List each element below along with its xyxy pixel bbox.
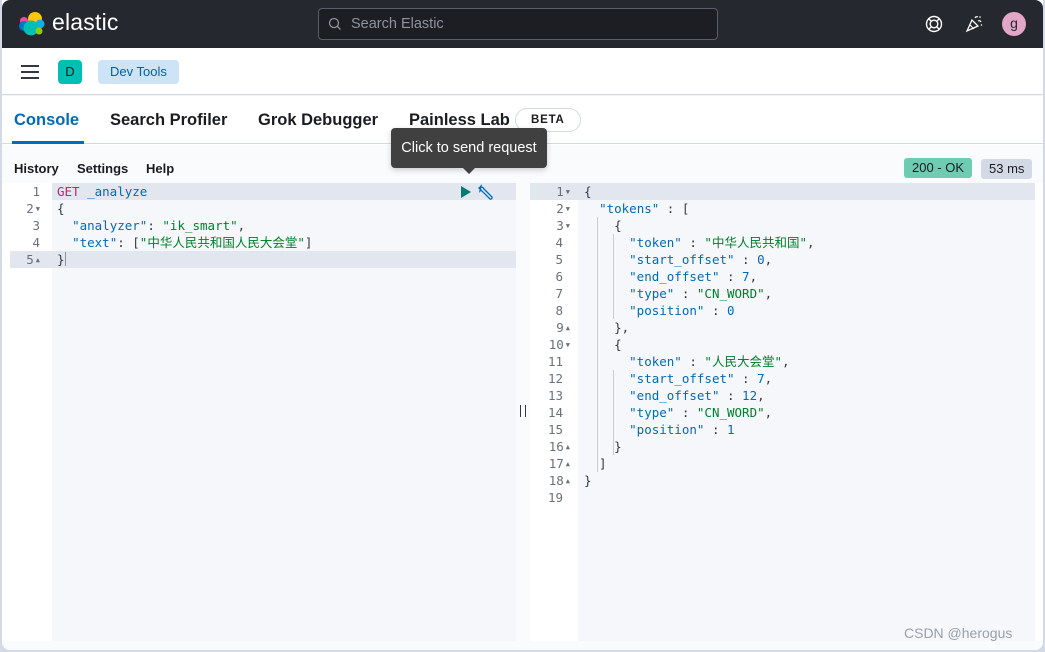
- wrench-settings-icon[interactable]: [478, 184, 496, 201]
- line-number: 2▼: [556, 201, 570, 216]
- tab-painless-lab[interactable]: Painless Lab: [409, 111, 510, 129]
- fold-open-icon[interactable]: ▼: [565, 188, 570, 196]
- watermark: CSDN @herogus: [904, 625, 1013, 641]
- history-link[interactable]: History: [14, 161, 59, 176]
- fold-open-icon[interactable]: ▼: [35, 205, 40, 213]
- line-number: 2▼: [26, 201, 40, 216]
- line-number: 11: [547, 354, 563, 369]
- code-line: "type" : "CN_WORD",: [629, 405, 773, 420]
- code-line: ]: [584, 456, 607, 471]
- tab-grok-debugger[interactable]: Grok Debugger: [258, 111, 379, 129]
- code-line: GET _analyze: [57, 184, 148, 199]
- search-placeholder: Search Elastic: [351, 16, 444, 32]
- code-line: },: [584, 320, 630, 335]
- help-lifebuoy-icon[interactable]: [922, 12, 946, 36]
- line-number: 12: [547, 371, 563, 386]
- breadcrumb-dev-tools[interactable]: Dev Tools: [98, 60, 179, 84]
- line-number: 3▼: [556, 218, 570, 233]
- settings-link[interactable]: Settings: [77, 161, 129, 176]
- code-line: "analyzer": "ik_smart",: [72, 218, 246, 233]
- code-line: {: [584, 337, 622, 352]
- code-line: }: [584, 439, 622, 454]
- line-number: 17▲: [548, 456, 570, 471]
- line-number: 1: [32, 184, 40, 199]
- help-link[interactable]: Help: [146, 161, 175, 176]
- response-gutter: [530, 183, 578, 641]
- code-line: "type" : "CN_WORD",: [629, 286, 773, 301]
- global-search-input[interactable]: Search Elastic: [318, 8, 718, 40]
- duration-badge: 53 ms: [981, 159, 1033, 179]
- line-number: 5: [555, 252, 563, 267]
- line-number: 4: [555, 235, 563, 250]
- code-line: "token" : "人民大会堂",: [629, 354, 790, 369]
- fold-close-icon[interactable]: ▲: [565, 443, 570, 451]
- code-line: "token" : "中华人民共和国",: [629, 235, 815, 250]
- line-number: 18▲: [548, 473, 570, 488]
- code-line: {: [584, 218, 622, 233]
- search-icon: [328, 17, 341, 30]
- menu-hamburger-icon[interactable]: [21, 65, 39, 79]
- breadcrumb-bar: D Dev Tools: [2, 48, 1043, 95]
- fold-open-icon[interactable]: ▼: [565, 205, 570, 213]
- dev-tools-tabs: Console Search Profiler Grok Debugger Pa…: [2, 96, 1043, 144]
- tab-search-profiler[interactable]: Search Profiler: [110, 111, 228, 129]
- line-number: 5▲: [26, 252, 40, 267]
- tab-console[interactable]: Console: [14, 111, 80, 129]
- code-line: "tokens" : [: [599, 201, 690, 216]
- panel-resizer[interactable]: [516, 183, 530, 641]
- brand-name: elastic: [52, 9, 119, 35]
- code-line: "end_offset" : 12,: [629, 388, 765, 403]
- response-code-area: [578, 183, 1035, 641]
- line-number: 7: [555, 286, 563, 301]
- fold-open-icon[interactable]: ▼: [565, 341, 570, 349]
- code-line: "position" : 0: [629, 303, 735, 318]
- elastic-logo-icon[interactable]: [18, 10, 46, 38]
- code-line: "start_offset" : 0,: [629, 252, 773, 267]
- line-number: 8: [555, 303, 563, 318]
- text-cursor: [64, 252, 66, 266]
- fold-close-icon[interactable]: ▲: [35, 256, 40, 264]
- fold-open-icon[interactable]: ▼: [565, 222, 570, 230]
- code-line: "position" : 1: [629, 422, 735, 437]
- space-avatar[interactable]: D: [58, 60, 82, 84]
- line-number: 10▼: [548, 337, 570, 352]
- code-line: {: [57, 201, 65, 216]
- status-badge: 200 - OK: [904, 158, 973, 178]
- line-number: 9▲: [556, 320, 570, 335]
- response-viewer[interactable]: 1▼ 2▼ 3▼ 4 5 6 7 8 9▲ 10▼ 11 12 13 14 15…: [530, 183, 1035, 641]
- code-line: }: [57, 252, 66, 267]
- code-line: "text": ["中华人民共和国人民大会堂"]: [72, 235, 313, 250]
- line-number: 14: [547, 405, 563, 420]
- fold-close-icon[interactable]: ▲: [565, 460, 570, 468]
- line-number: 1▼: [556, 184, 570, 199]
- line-number: 13: [547, 388, 563, 403]
- global-header: elastic Search Elastic g: [2, 0, 1043, 48]
- drag-handle-icon[interactable]: [520, 405, 526, 417]
- active-line-highlight: [10, 251, 516, 268]
- send-request-tooltip: Click to send request: [391, 128, 547, 174]
- code-line: "start_offset" : 7,: [629, 371, 773, 386]
- newsfeed-party-icon[interactable]: [962, 12, 986, 36]
- line-number: 16▲: [548, 439, 570, 454]
- fold-close-icon[interactable]: ▲: [565, 324, 570, 332]
- play-send-icon[interactable]: [460, 186, 472, 198]
- code-line: "end_offset" : 7,: [629, 269, 758, 284]
- user-avatar[interactable]: g: [1002, 12, 1026, 36]
- code-line: }: [584, 473, 592, 488]
- line-number: 15: [547, 422, 563, 437]
- line-number: 3: [32, 218, 40, 233]
- line-number: 6: [555, 269, 563, 284]
- active-tab-indicator: [12, 141, 84, 144]
- request-editor[interactable]: 1 2▼ 3 4 5▲ GET _analyze { "analyzer": "…: [10, 183, 516, 641]
- code-line: {: [584, 184, 592, 199]
- line-number: 19: [547, 490, 563, 505]
- fold-close-icon[interactable]: ▲: [565, 477, 570, 485]
- line-number: 4: [32, 235, 40, 250]
